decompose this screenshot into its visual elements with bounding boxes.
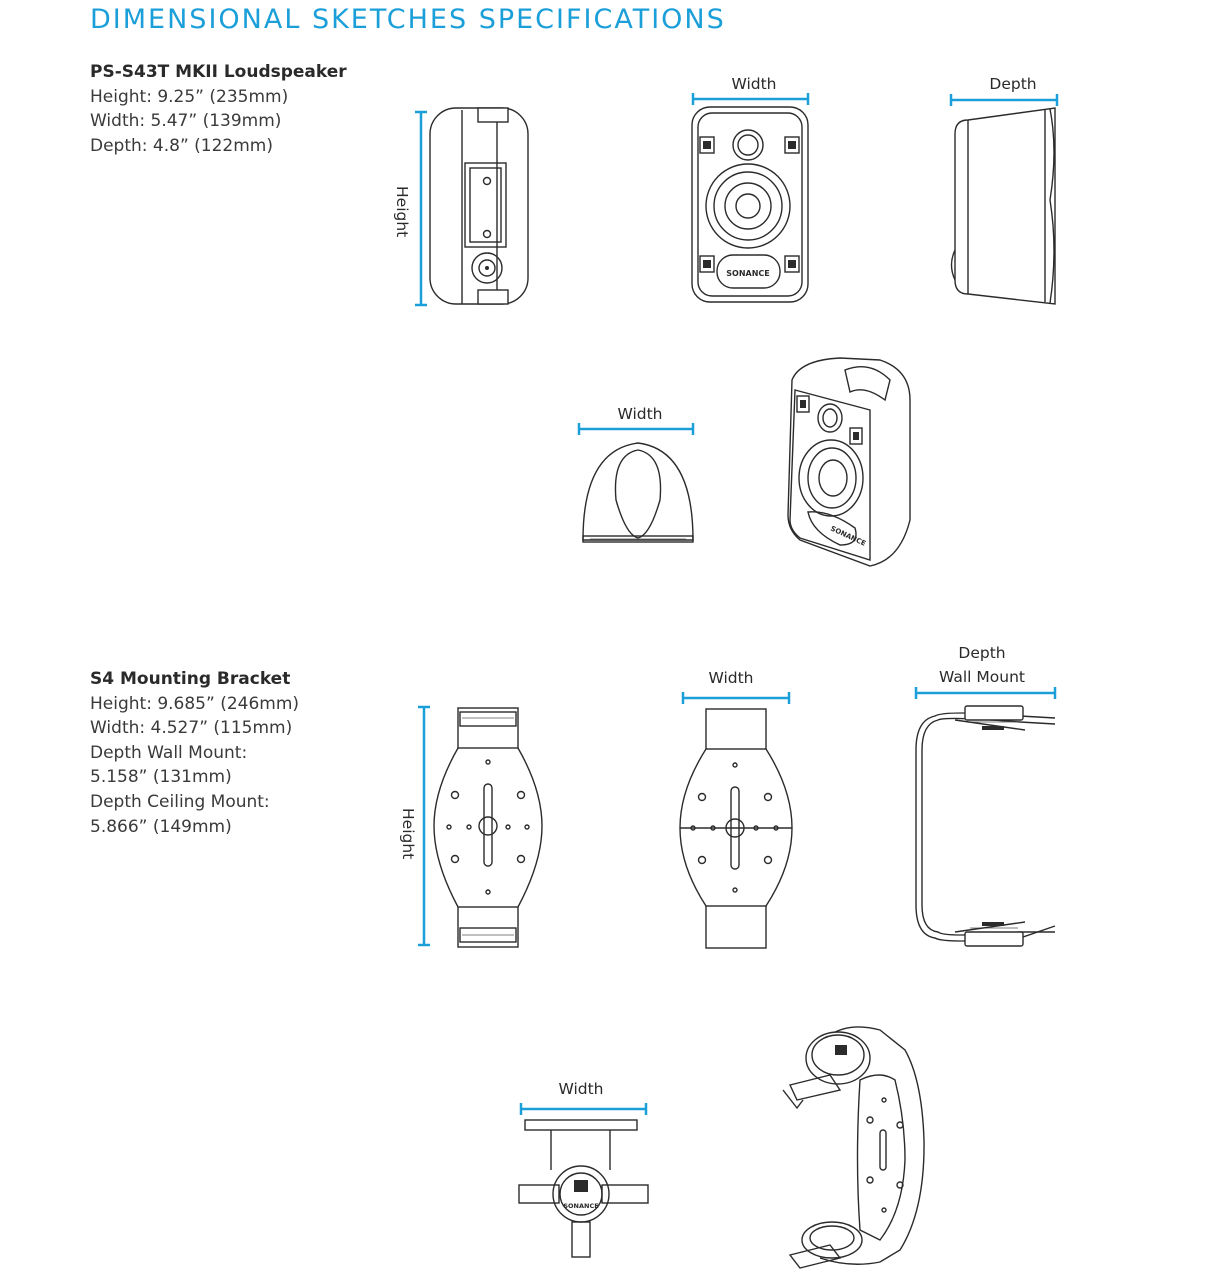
bracket-depth-dimension bbox=[914, 687, 1057, 699]
speaker-name: PS-S43T MKII Loudspeaker bbox=[90, 62, 347, 82]
bracket-bottom-width-dimension bbox=[519, 1103, 648, 1115]
speaker-spec-height: Height: 9.25” (235mm) bbox=[90, 86, 289, 107]
speaker-depth-dimension bbox=[949, 94, 1059, 106]
speaker-spec-depth: Depth: 4.8” (122mm) bbox=[90, 135, 273, 156]
bracket-spec-depth-ceiling-value: 5.866” (149mm) bbox=[90, 816, 232, 837]
speaker-height-dimension bbox=[415, 110, 427, 307]
speaker-side-view bbox=[950, 107, 1056, 305]
speaker-top-width-dimension bbox=[577, 423, 695, 435]
bracket-isometric-view bbox=[782, 1026, 925, 1269]
speaker-width-label: Width bbox=[731, 75, 777, 93]
speaker-spec-block: PS-S43T MKII Loudspeaker Height: 9.25” (… bbox=[90, 60, 347, 158]
bracket-spec-depth-wall-label: Depth Wall Mount: bbox=[90, 742, 248, 763]
bracket-height-dimension bbox=[418, 705, 430, 947]
bracket-spec-depth-ceiling-label: Depth Ceiling Mount: bbox=[90, 791, 270, 812]
bracket-spec-depth-wall-value: 5.158” (131mm) bbox=[90, 767, 232, 788]
bracket-width-dimension bbox=[681, 692, 791, 704]
speaker-back-view bbox=[429, 107, 529, 305]
bracket-depth-label-line2: Wall Mount bbox=[939, 668, 1025, 686]
bracket-width-label: Width bbox=[708, 669, 754, 687]
bracket-spec-width: Width: 4.527” (115mm) bbox=[90, 718, 293, 739]
bracket-bottom-width-label: Width bbox=[558, 1080, 604, 1098]
speaker-spec-width: Width: 5.47” (139mm) bbox=[90, 111, 282, 132]
speaker-depth-label: Depth bbox=[989, 75, 1037, 93]
speaker-top-view bbox=[582, 442, 694, 543]
bracket-side-view bbox=[915, 705, 1056, 947]
bracket-front-view bbox=[679, 708, 793, 949]
speaker-top-width-label: Width bbox=[617, 405, 663, 423]
bracket-spec-height: Height: 9.685” (246mm) bbox=[90, 693, 300, 714]
speaker-isometric-view: SONANCE bbox=[787, 357, 911, 567]
page-title: DIMENSIONAL SKETCHES SPECIFICATIONS bbox=[90, 4, 726, 35]
speaker-width-dimension bbox=[691, 93, 810, 105]
bracket-bottom-view: SONANCE bbox=[518, 1119, 649, 1258]
speaker-front-view: SONANCE bbox=[691, 106, 809, 303]
speaker-front-logo: SONANCE bbox=[726, 269, 769, 278]
bracket-name: S4 Mounting Bracket bbox=[90, 669, 291, 689]
bracket-depth-label-line1: Depth bbox=[958, 644, 1006, 662]
bracket-front-view-with-caps bbox=[433, 707, 543, 948]
bracket-spec-block: S4 Mounting Bracket Height: 9.685” (246m… bbox=[90, 667, 299, 839]
bracket-bottom-logo: SONANCE bbox=[563, 1202, 598, 1210]
